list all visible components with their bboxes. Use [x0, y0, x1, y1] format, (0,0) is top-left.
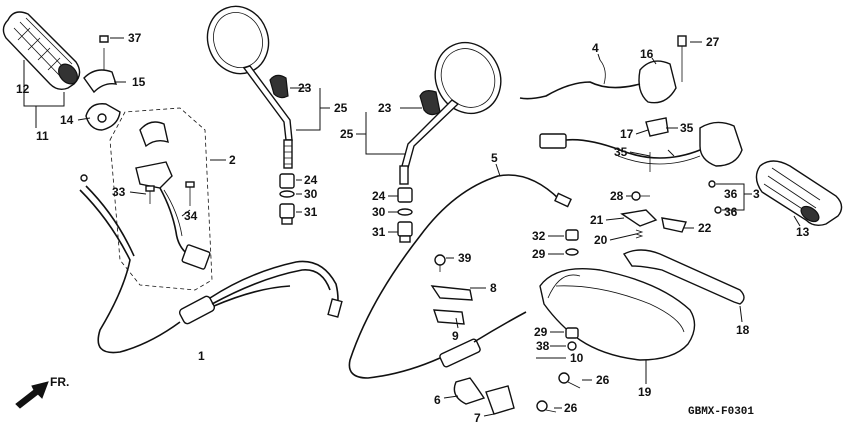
- callout-19: 19: [638, 385, 652, 399]
- throttle-cables: [79, 174, 343, 354]
- callout-9: 9: [452, 329, 459, 343]
- callout-30a: 30: [304, 187, 318, 201]
- callout-36b: 36: [724, 205, 738, 219]
- callout-31b: 31: [372, 225, 386, 239]
- callout-34: 34: [184, 209, 198, 223]
- callout-37: 37: [128, 31, 142, 45]
- clutch-switch: [519, 35, 687, 104]
- callout-17: 17: [620, 127, 634, 141]
- callout-31a: 31: [304, 205, 318, 219]
- left-mirror: [206, 5, 293, 169]
- callout-39: 39: [458, 251, 472, 265]
- callout-30b: 30: [372, 205, 386, 219]
- callout-1: 1: [198, 349, 205, 363]
- front-direction-arrow: FR.: [15, 375, 69, 409]
- callout-24b: 24: [372, 189, 386, 203]
- callout-20: 20: [594, 233, 608, 247]
- callout-29a: 29: [532, 247, 546, 261]
- fasteners: [434, 152, 722, 413]
- callout-2: 2: [229, 153, 236, 167]
- callout-25a: 25: [334, 101, 348, 115]
- callout-33: 33: [112, 185, 126, 199]
- callout-5: 5: [491, 151, 498, 165]
- callout-18: 18: [736, 323, 750, 337]
- callout-26a: 26: [596, 373, 610, 387]
- callout-21: 21: [590, 213, 604, 227]
- callout-14: 14: [60, 113, 74, 127]
- throttle-housing: [83, 35, 121, 131]
- callout-25b: 25: [340, 127, 354, 141]
- callout-22: 22: [698, 221, 712, 235]
- callout-36a: 36: [724, 187, 738, 201]
- callout-15: 15: [132, 75, 146, 89]
- left-switch-assembly: [135, 121, 211, 270]
- callout-6: 6: [434, 393, 441, 407]
- clutch-cable: [348, 174, 572, 379]
- drawing-code: GBMX-F0301: [688, 406, 754, 418]
- callout-4: 4: [592, 41, 599, 55]
- right-switch-assembly: [539, 117, 743, 167]
- callout-26b: 26: [564, 401, 578, 415]
- brake-lever: [620, 209, 745, 305]
- right-mirror: [399, 41, 502, 185]
- callout-labels: 1 2 3 4 5 6 7 8 9 10 11 12 13 14 15 16 1…: [16, 31, 810, 425]
- callout-11: 11: [36, 129, 49, 143]
- right-grip: [755, 160, 843, 227]
- callout-28: 28: [610, 189, 624, 203]
- callout-24a: 24: [304, 173, 318, 187]
- callout-23a: 23: [298, 81, 312, 95]
- callout-8: 8: [490, 281, 497, 295]
- callout-13: 13: [796, 225, 810, 239]
- callout-23b: 23: [378, 101, 392, 115]
- left-throttle-grip: [2, 11, 81, 91]
- right-mirror-hardware: [397, 187, 413, 243]
- callout-32: 32: [532, 229, 546, 243]
- callout-29b: 29: [534, 325, 548, 339]
- front-direction-label: FR.: [50, 375, 69, 389]
- callout-16: 16: [640, 47, 654, 61]
- callout-35b: 35: [614, 145, 628, 159]
- callout-12: 12: [16, 82, 30, 96]
- callout-10: 10: [570, 351, 584, 365]
- callout-35a: 35: [680, 121, 694, 135]
- callout-7: 7: [474, 411, 481, 425]
- leader-lines: [23, 37, 801, 417]
- lever-guard: [539, 268, 696, 361]
- callout-38: 38: [536, 339, 550, 353]
- switch-group-outline: [109, 107, 213, 291]
- callout-27: 27: [706, 35, 720, 49]
- callout-3: 3: [753, 187, 760, 201]
- left-mirror-hardware: [279, 173, 295, 225]
